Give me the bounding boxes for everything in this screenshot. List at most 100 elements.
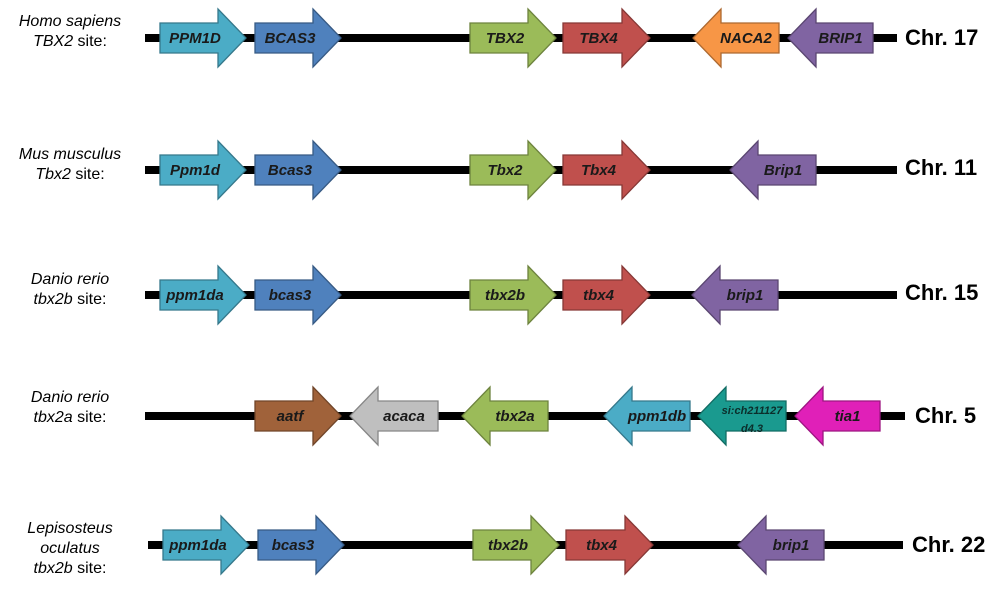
gene-arrow-shape <box>472 514 560 576</box>
gene-arrow-shape <box>565 514 654 576</box>
gene-arrow-shape <box>469 139 557 201</box>
gene-arrow-row5-3: tbx4 <box>565 514 654 576</box>
gene-arrow-row3-1: bcas3 <box>254 264 342 326</box>
gene-label-line2: d4.3 <box>741 423 763 435</box>
gene-label: BRIP1 <box>818 30 862 47</box>
gene-arrow-shape <box>159 139 247 201</box>
gene-arrow-row3-3: tbx4 <box>562 264 651 326</box>
gene-arrow-row1-5: BRIP1 <box>787 7 874 69</box>
gene-label: acaca <box>383 408 425 425</box>
gene-arrow-row1-3: TBX4 <box>562 7 651 69</box>
gene-label: tbx4 <box>586 537 618 554</box>
gene-arrow-shape <box>562 139 651 201</box>
gene-arrow-shape <box>697 385 787 447</box>
site-suffix: site: <box>72 291 107 308</box>
gene-arrow-row2-1: Bcas3 <box>254 139 342 201</box>
site-suffix: site: <box>70 166 105 183</box>
gene-label: tbx2b <box>488 537 528 554</box>
chromosome-label-row1: Chr. 17 <box>905 25 979 50</box>
gene-arrow-row2-4: Brip1 <box>729 139 817 201</box>
locus-name: Tbx2 <box>35 166 71 183</box>
gene-arrow-row4-0: aatf <box>254 385 342 447</box>
gene-arrow-row4-2: tbx2a <box>461 385 549 447</box>
gene-arrow-row5-1: bcas3 <box>257 514 345 576</box>
species-name-line2: oculatus <box>40 540 100 557</box>
site-label-row2: Mus musculus Tbx2 site: <box>0 145 140 185</box>
gene-label: PPM1D <box>169 30 221 47</box>
gene-label: aatf <box>277 408 306 425</box>
gene-arrow-row3-0: ppm1da <box>159 264 247 326</box>
gene-label: ppm1da <box>168 537 227 554</box>
chromosome-label-row2: Chr. 11 <box>905 155 978 180</box>
locus-name: tbx2a <box>33 409 73 426</box>
gene-arrow-shape <box>469 264 557 326</box>
gene-label: Bcas3 <box>268 162 313 179</box>
species-name: Danio rerio <box>30 271 110 288</box>
gene-arrow-row1-1: BCAS3 <box>254 7 342 69</box>
gene-arrow-row5-0: ppm1da <box>162 514 250 576</box>
gene-label: Brip1 <box>764 162 802 179</box>
gene-label: ppm1db <box>627 408 686 425</box>
species-name: Danio rerio <box>30 389 110 406</box>
gene-label: tbx2b <box>485 287 525 304</box>
site-suffix: site: <box>72 409 107 426</box>
gene-label: tia1 <box>835 408 861 425</box>
gene-arrow-shape <box>349 385 439 447</box>
gene-label: tbx2a <box>495 408 534 425</box>
site-label-row3: Danio rerio tbx2b site: <box>0 270 140 310</box>
gene-arrow-shape <box>729 139 817 201</box>
gene-label: ppm1da <box>165 287 224 304</box>
site-suffix: site: <box>73 33 107 50</box>
gene-label: bcas3 <box>269 287 312 304</box>
site-label-row1: Homo sapiens TBX2 site: <box>0 12 140 52</box>
gene-label: brip1 <box>727 287 764 304</box>
gene-arrow-shape <box>461 385 549 447</box>
gene-arrow-shape <box>787 7 874 69</box>
locus-name: TBX2 <box>33 33 74 50</box>
gene-label: tbx4 <box>583 287 615 304</box>
gene-label: bcas3 <box>272 537 315 554</box>
gene-arrow-row5-4: brip1 <box>737 514 825 576</box>
gene-arrow-row4-3: ppm1db <box>603 385 691 447</box>
gene-arrow-shape <box>254 385 342 447</box>
gene-arrow-row2-3: Tbx4 <box>562 139 651 201</box>
locus-name: tbx2b <box>33 560 73 577</box>
species-name: Mus musculus <box>18 146 122 163</box>
gene-label: Ppm1d <box>170 162 221 179</box>
gene-arrow-row4-1: acaca <box>349 385 439 447</box>
gene-arrow-shape <box>692 7 780 69</box>
gene-label-line1: si:ch211127 <box>722 405 784 417</box>
gene-label: brip1 <box>773 537 810 554</box>
gene-arrow-row2-2: Tbx2 <box>469 139 557 201</box>
gene-arrow-shape <box>159 264 247 326</box>
site-label-row5: Lepisosteus oculatus tbx2b site: <box>0 519 140 579</box>
species-name: Homo sapiens <box>18 13 122 30</box>
gene-arrow-shape <box>603 385 691 447</box>
gene-label: Tbx2 <box>487 162 523 179</box>
gene-arrow-row1-0: PPM1D <box>159 7 247 69</box>
gene-arrow-shape <box>737 514 825 576</box>
gene-label: TBX4 <box>579 30 618 47</box>
gene-arrow-row5-2: tbx2b <box>472 514 560 576</box>
gene-arrow-shape <box>691 264 779 326</box>
gene-arrow-row4-5: tia1 <box>794 385 881 447</box>
gene-arrow-row1-4: NACA2 <box>692 7 780 69</box>
gene-arrow-row3-2: tbx2b <box>469 264 557 326</box>
gene-arrow-row2-0: Ppm1d <box>159 139 247 201</box>
gene-label: TBX2 <box>486 30 525 47</box>
gene-arrow-row1-2: TBX2 <box>469 7 557 69</box>
chromosome-label-row5: Chr. 22 <box>912 532 986 557</box>
gene-label: BCAS3 <box>265 30 317 47</box>
gene-arrow-shape <box>257 514 345 576</box>
gene-arrow-shape <box>159 7 247 69</box>
site-label-row4: Danio rerio tbx2a site: <box>0 388 140 428</box>
gene-arrow-shape <box>254 7 342 69</box>
gene-arrow-shape <box>162 514 250 576</box>
gene-arrow-shape <box>254 139 342 201</box>
gene-arrow-shape <box>562 264 651 326</box>
gene-label: Tbx4 <box>581 162 617 179</box>
chromosome-label-row3: Chr. 15 <box>905 280 979 305</box>
gene-label: NACA2 <box>720 30 772 47</box>
